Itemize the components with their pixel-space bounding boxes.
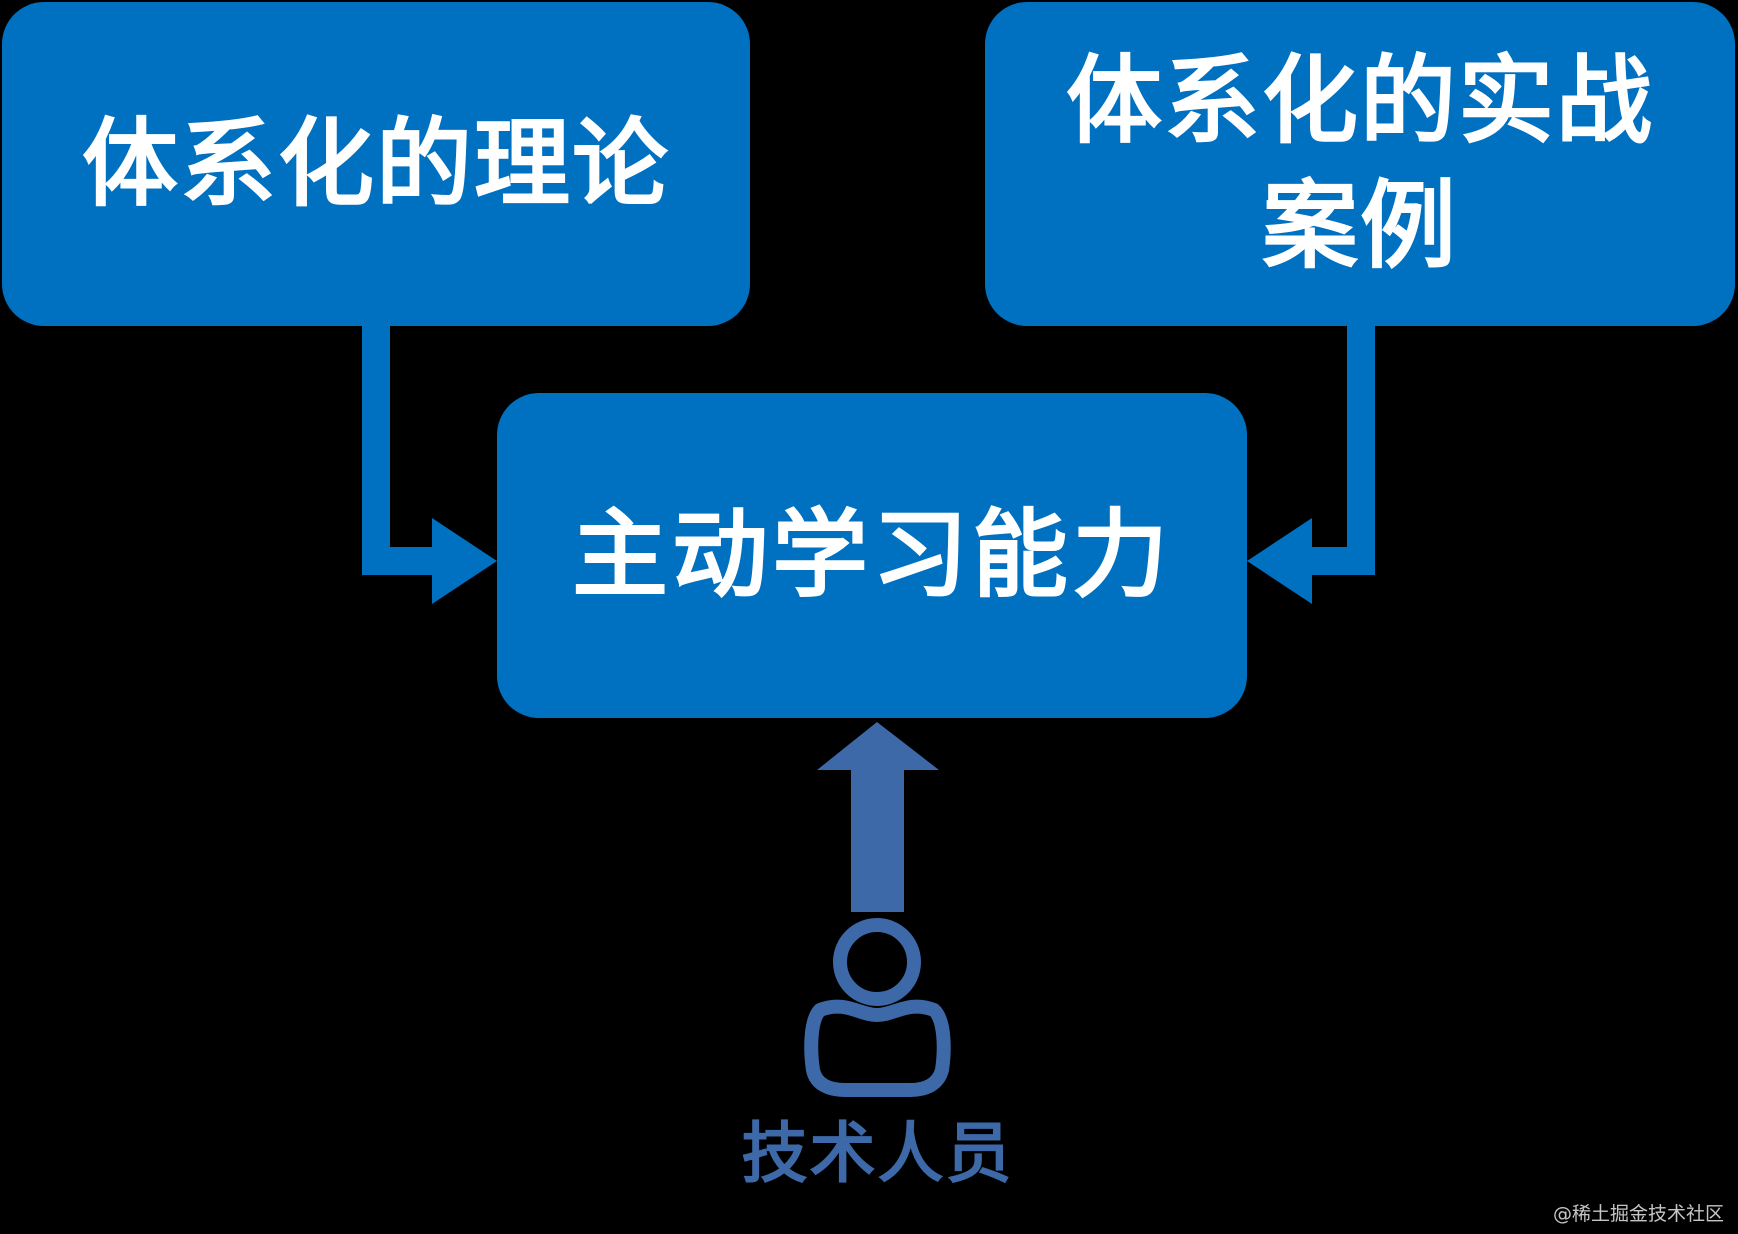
up-arrow-icon bbox=[817, 722, 939, 912]
cases-box: 体系化的实战 案例 bbox=[985, 2, 1735, 326]
cases-label-line2: 案例 bbox=[1262, 170, 1458, 282]
cases-label-line1: 体系化的实战 bbox=[1066, 45, 1654, 158]
left-arrow-icon bbox=[362, 320, 497, 604]
center-box: 主动学习能力 bbox=[497, 393, 1247, 718]
person-icon bbox=[804, 918, 951, 1097]
actor-label: 技术人员 bbox=[741, 1115, 1014, 1192]
theory-box: 体系化的理论 bbox=[2, 2, 750, 326]
center-label: 主动学习能力 bbox=[572, 499, 1172, 612]
right-arrow-icon bbox=[1247, 320, 1375, 604]
theory-label: 体系化的理论 bbox=[82, 107, 670, 220]
watermark: @稀土掘金技术社区 bbox=[1552, 1203, 1724, 1225]
